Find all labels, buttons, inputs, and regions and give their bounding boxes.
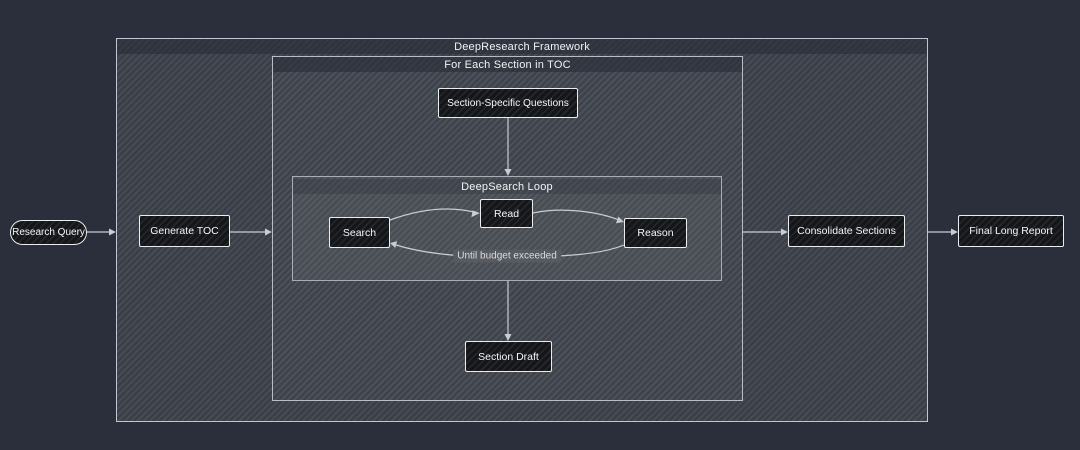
node-section-draft-label: Section Draft: [478, 350, 539, 363]
node-search: Search: [329, 217, 390, 248]
edge-framework-to-final-report: [928, 228, 958, 236]
edge-label-until-budget-exceeded: Until budget exceeded: [453, 249, 561, 263]
node-read: Read: [480, 199, 533, 228]
node-section-specific-questions-label: Section-Specific Questions: [447, 97, 569, 109]
node-section-draft: Section Draft: [465, 341, 552, 372]
cluster-title-deepresearch-framework: DeepResearch Framework: [117, 39, 927, 54]
node-research-query-label: Research Query: [12, 227, 85, 238]
cluster-deepsearch-loop: DeepSearch Loop: [292, 176, 722, 281]
node-reason: Reason: [624, 218, 687, 248]
node-read-label: Read: [493, 207, 520, 220]
edge-research-query-to-framework: [87, 228, 116, 236]
node-generate-toc: Generate TOC: [139, 215, 230, 247]
node-consolidate-sections-label: Consolidate Sections: [797, 225, 896, 237]
node-generate-toc-label: Generate TOC: [150, 225, 219, 237]
node-section-specific-questions: Section-Specific Questions: [438, 88, 578, 118]
cluster-title-for-each-section-in-toc: For Each Section in TOC: [273, 57, 742, 72]
node-final-long-report-label: Final Long Report: [969, 225, 1053, 237]
node-final-long-report: Final Long Report: [958, 215, 1064, 247]
arrowhead-right-icon: [951, 228, 958, 236]
cluster-title-deepsearch-loop: DeepSearch Loop: [293, 179, 721, 194]
node-research-query: Research Query: [10, 220, 87, 245]
arrowhead-right-icon: [109, 228, 116, 236]
node-search-label: Search: [342, 226, 377, 239]
node-reason-label: Reason: [637, 227, 674, 239]
node-consolidate-sections: Consolidate Sections: [788, 215, 905, 247]
